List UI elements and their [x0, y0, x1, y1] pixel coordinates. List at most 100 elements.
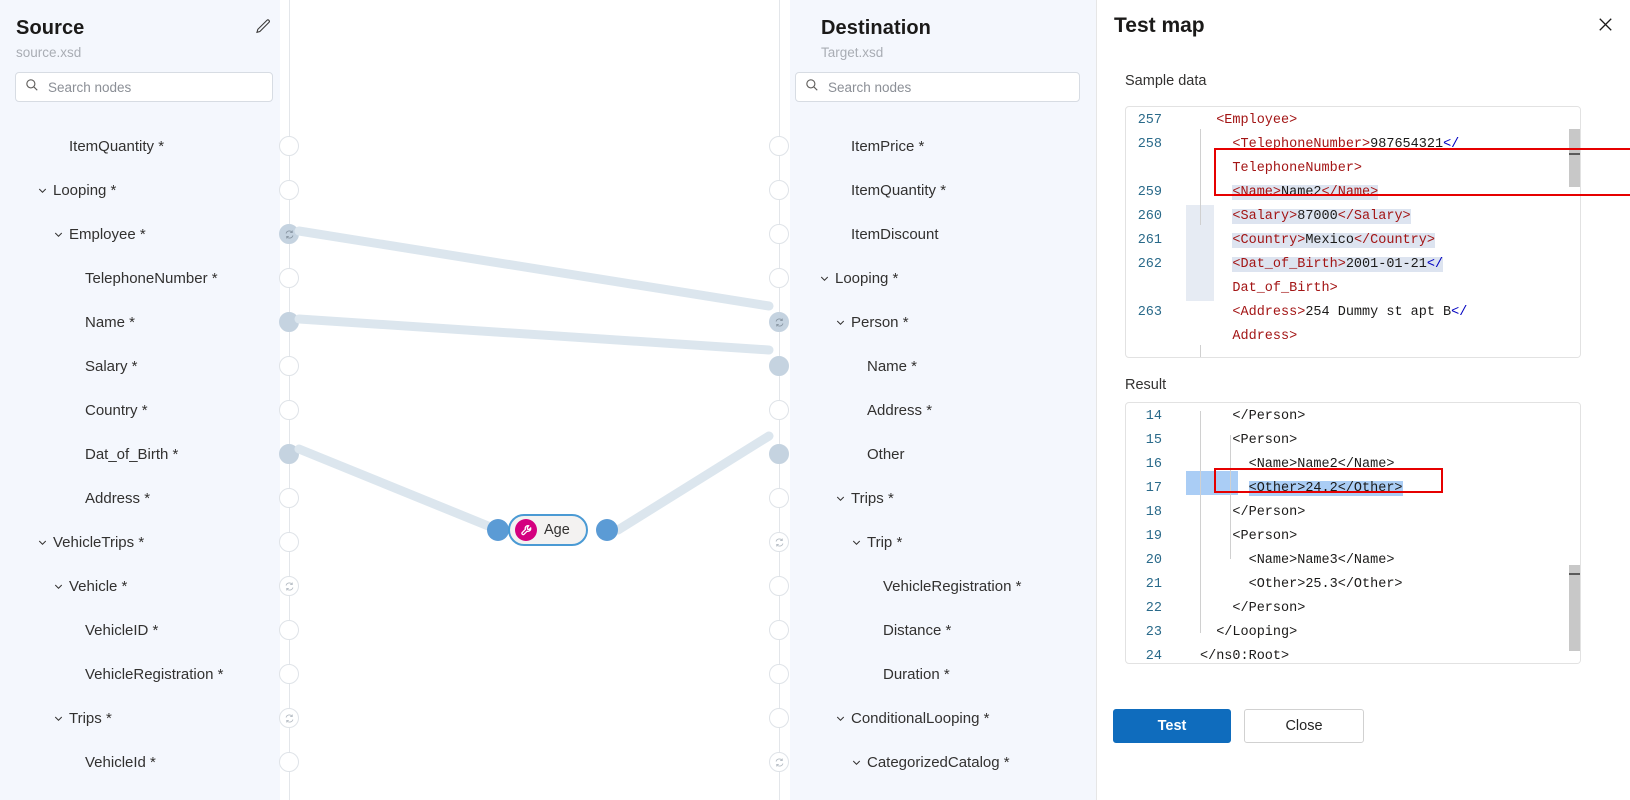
test-button[interactable]: Test: [1113, 709, 1231, 743]
tree-item-trip[interactable]: Trip *: [812, 520, 1096, 564]
tree-item-conditionallooping[interactable]: ConditionalLooping *: [812, 696, 1096, 740]
connector-handle[interactable]: [769, 708, 789, 728]
tree-item-duration[interactable]: Duration *: [812, 652, 1096, 696]
connector-handle[interactable]: [769, 752, 789, 772]
source-edit-button[interactable]: [249, 15, 277, 43]
connector-handle[interactable]: [279, 576, 299, 596]
chevron-down-icon[interactable]: [52, 580, 66, 594]
sample-data-editor[interactable]: 257 <Employee>258 <TelephoneNumber>98765…: [1125, 106, 1581, 358]
tree-item-itemquantity[interactable]: ItemQuantity *: [812, 168, 1096, 212]
connector-handle[interactable]: [279, 708, 299, 728]
connector-handle[interactable]: [769, 400, 789, 420]
connector-handle[interactable]: [769, 224, 789, 244]
tree-item-vehicleid[interactable]: VehicleId *: [0, 740, 280, 784]
connector-handle[interactable]: [279, 180, 299, 200]
tree-item-vehicleregistration[interactable]: VehicleRegistration *: [812, 564, 1096, 608]
result-scroll-thumb[interactable]: [1569, 565, 1580, 651]
connector-handle[interactable]: [769, 180, 789, 200]
sample-data-scrollbar[interactable]: [1569, 107, 1580, 357]
chevron-down-icon[interactable]: [52, 228, 66, 242]
tree-item-name[interactable]: Name *: [812, 344, 1096, 388]
tree-item-itemdiscount[interactable]: ItemDiscount: [812, 212, 1096, 256]
tree-item-looping[interactable]: Looping *: [812, 256, 1096, 300]
cancel-button[interactable]: Close: [1244, 709, 1364, 743]
connector-handle[interactable]: [279, 400, 299, 420]
destination-search-input[interactable]: [828, 79, 1070, 95]
sample-data-scroll-thumb[interactable]: [1569, 129, 1580, 187]
connector-handle[interactable]: [769, 664, 789, 684]
tree-item-vehicletrips[interactable]: VehicleTrips *: [0, 520, 280, 564]
tree-item-vehicleregistration[interactable]: VehicleRegistration *: [0, 652, 280, 696]
source-search-box[interactable]: [15, 72, 273, 102]
line-number: 18: [1145, 505, 1162, 520]
tree-item-address[interactable]: Address *: [812, 388, 1096, 432]
tree-item-address[interactable]: Address *: [0, 476, 280, 520]
connector-handle[interactable]: [279, 268, 299, 288]
close-button[interactable]: [1590, 12, 1620, 42]
tree-item-trips[interactable]: Trips *: [812, 476, 1096, 520]
result-scrollbar[interactable]: [1569, 403, 1580, 663]
tree-item-vehicle[interactable]: Vehicle *: [0, 564, 280, 608]
tree-item-employee[interactable]: Employee *: [0, 212, 280, 256]
tree-indent-spacer: [68, 272, 82, 286]
tree-item-salary[interactable]: Salary *: [0, 344, 280, 388]
connector-handle[interactable]: [769, 136, 789, 156]
connector-handle[interactable]: [279, 136, 299, 156]
fn-input-dot[interactable]: [487, 519, 509, 541]
tree-indent-spacer: [68, 624, 82, 638]
connector-handle[interactable]: [769, 356, 789, 376]
function-node-age[interactable]: Age: [508, 514, 588, 546]
chevron-down-icon[interactable]: [834, 712, 848, 726]
code-line: 19 <Person>: [1126, 525, 1580, 549]
tree-item-trips[interactable]: Trips *: [0, 696, 280, 740]
connector-handle[interactable]: [279, 532, 299, 552]
tree-item-datofbirth[interactable]: Dat_of_Birth *: [0, 432, 280, 476]
connector-handle[interactable]: [279, 488, 299, 508]
tree-item-telephonenumber[interactable]: TelephoneNumber *: [0, 256, 280, 300]
connector-handle[interactable]: [279, 620, 299, 640]
connector-handle[interactable]: [769, 268, 789, 288]
connector-handle[interactable]: [279, 664, 299, 684]
code-line: 24</ns0:Root>: [1126, 645, 1580, 663]
chevron-down-icon[interactable]: [850, 536, 864, 550]
tree-item-categorizedcatalog[interactable]: CategorizedCatalog *: [812, 740, 1096, 784]
result-editor[interactable]: 14 </Person>15 <Person>16 <Name>Name2</N…: [1125, 402, 1581, 664]
fn-output-dot[interactable]: [596, 519, 618, 541]
tree-item-looping[interactable]: Looping *: [0, 168, 280, 212]
tree-item-country[interactable]: Country *: [0, 388, 280, 432]
chevron-down-icon[interactable]: [36, 536, 50, 550]
code-line: Dat_of_Birth>: [1126, 277, 1580, 301]
code-text: <Name>Name2</Name>: [1232, 185, 1379, 200]
tree-item-vehicleid[interactable]: VehicleID *: [0, 608, 280, 652]
code-text: <Name>Name2</Name>: [1248, 457, 1395, 472]
tree-item-itemprice[interactable]: ItemPrice *: [812, 124, 1096, 168]
tree-item-label: Employee *: [69, 225, 146, 243]
destination-search-box[interactable]: [795, 72, 1080, 102]
connector-handle[interactable]: [769, 532, 789, 552]
chevron-down-icon[interactable]: [834, 316, 848, 330]
tree-item-person[interactable]: Person *: [812, 300, 1096, 344]
connector-handle[interactable]: [769, 312, 789, 332]
connector-handle[interactable]: [279, 356, 299, 376]
code-text: Address>: [1232, 329, 1298, 344]
tree-item-itemquantity[interactable]: ItemQuantity *: [0, 124, 280, 168]
connector-handle[interactable]: [279, 752, 299, 772]
connector-handle[interactable]: [769, 576, 789, 596]
connector-handle[interactable]: [769, 488, 789, 508]
connector-handle[interactable]: [279, 444, 299, 464]
chevron-down-icon[interactable]: [834, 492, 848, 506]
connector-handle[interactable]: [769, 620, 789, 640]
tree-item-distance[interactable]: Distance *: [812, 608, 1096, 652]
tree-item-other[interactable]: Other: [812, 432, 1096, 476]
tree-item-name[interactable]: Name *: [0, 300, 280, 344]
connector-handle[interactable]: [279, 312, 299, 332]
code-text: Dat_of_Birth>: [1232, 281, 1338, 296]
source-search-input[interactable]: [48, 79, 263, 95]
chevron-down-icon[interactable]: [850, 756, 864, 770]
connector-handle[interactable]: [769, 444, 789, 464]
connector-handle[interactable]: [279, 224, 299, 244]
chevron-down-icon[interactable]: [36, 184, 50, 198]
tree-item-label: Looping *: [53, 181, 117, 199]
chevron-down-icon[interactable]: [52, 712, 66, 726]
chevron-down-icon[interactable]: [818, 272, 832, 286]
